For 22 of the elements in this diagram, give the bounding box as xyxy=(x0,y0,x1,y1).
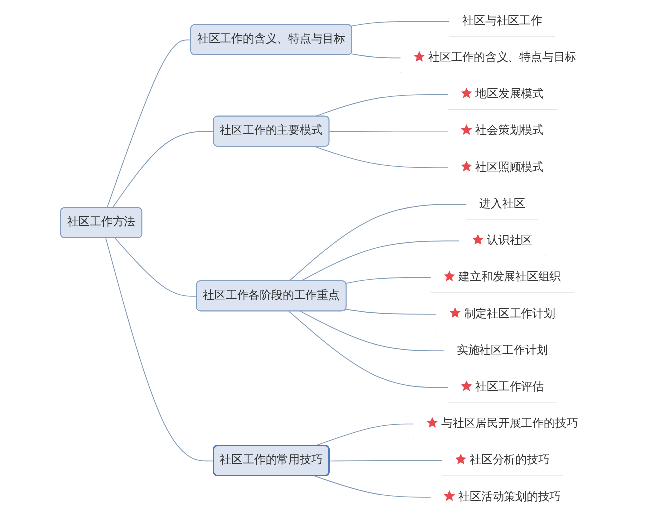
connector-line xyxy=(300,311,444,352)
connector-line xyxy=(329,460,443,462)
connector-line xyxy=(106,238,215,462)
connector-line xyxy=(300,240,460,282)
topic-box: 社区工作的含义、特点与目标 xyxy=(190,24,352,56)
topic-box: 社区工作的常用技巧 xyxy=(213,445,330,477)
connector-line xyxy=(114,238,198,297)
connector-line xyxy=(329,130,448,132)
connector-line xyxy=(350,21,450,27)
connector-line xyxy=(314,94,448,118)
connector-line xyxy=(314,146,448,168)
connector-line xyxy=(106,40,192,209)
topic-box: 社区工作的主要模式 xyxy=(213,116,330,147)
connector-line xyxy=(314,476,432,498)
connector-line xyxy=(350,54,402,59)
connector-line xyxy=(346,277,432,284)
connector-line xyxy=(346,309,438,315)
central-topic-box: 社区工作方法 xyxy=(60,207,143,238)
topic-box: 社区工作各阶段的工作重点 xyxy=(196,280,347,312)
connector-line xyxy=(112,131,215,209)
connector-line xyxy=(288,204,468,282)
connector-line xyxy=(288,311,448,388)
